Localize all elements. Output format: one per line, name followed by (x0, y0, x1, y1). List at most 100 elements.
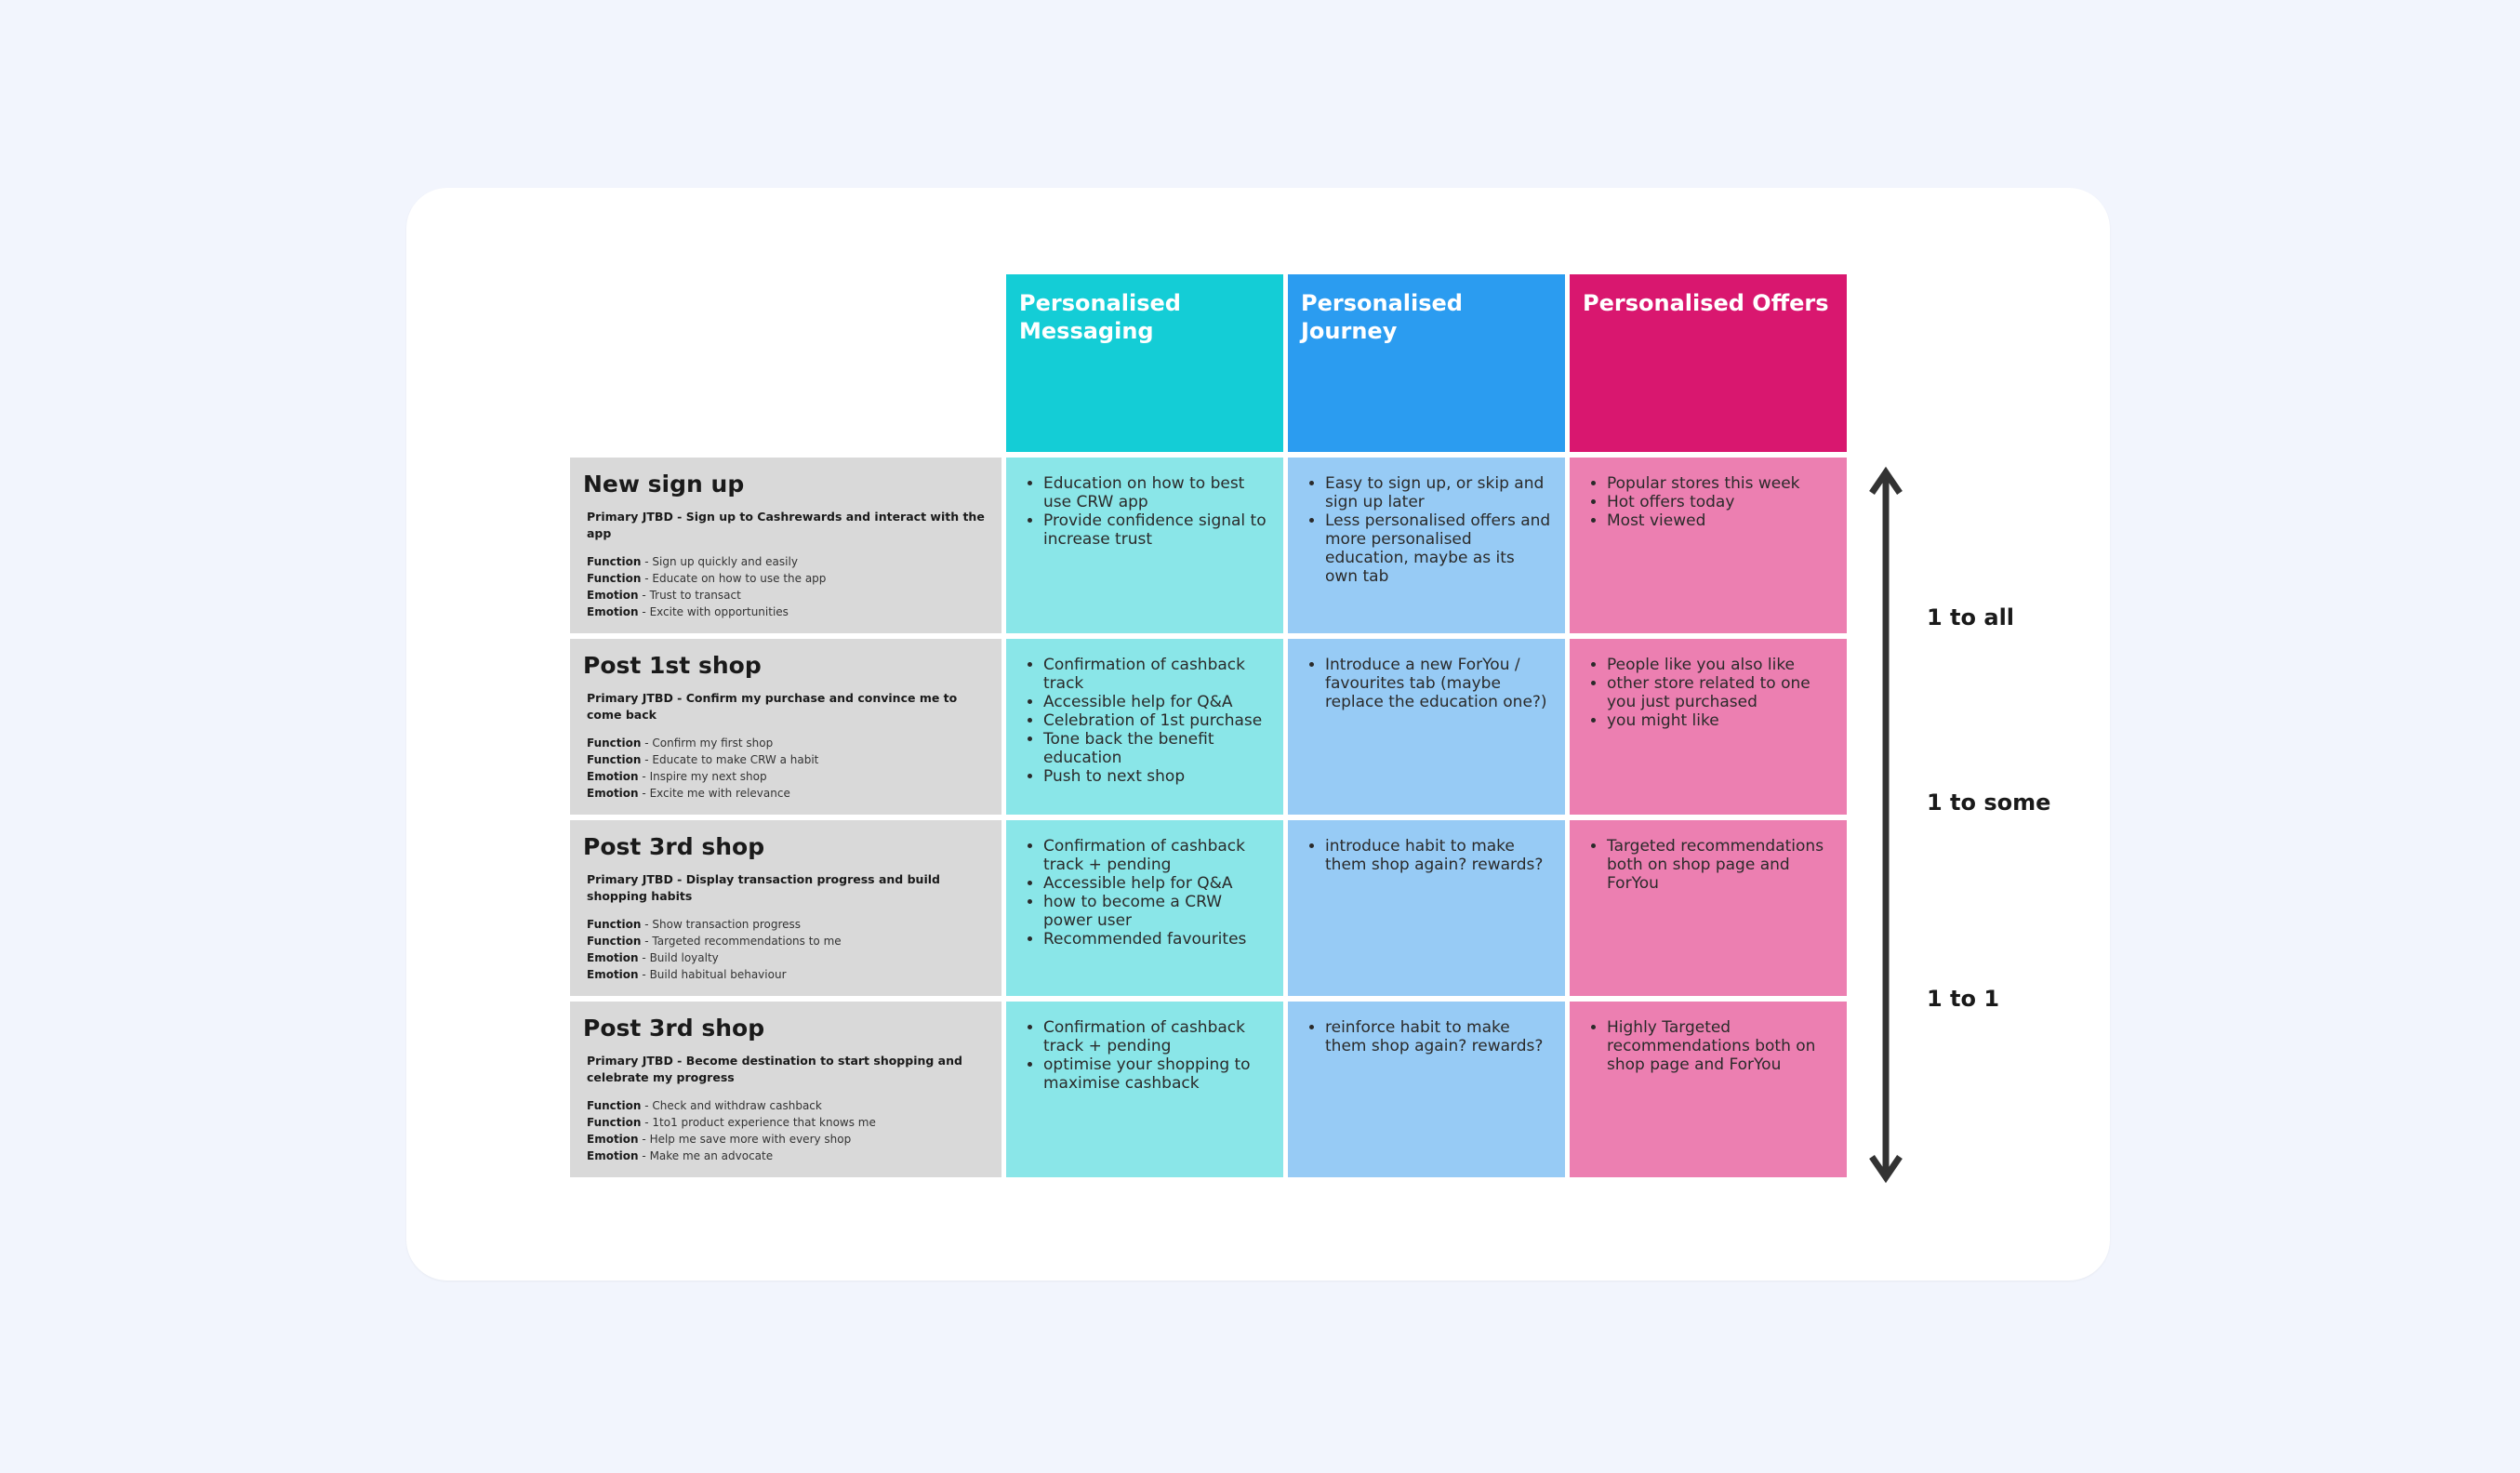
list-item: Targeted recommendations both on shop pa… (1607, 837, 1834, 893)
list-item: Celebration of 1st purchase (1043, 711, 1270, 730)
list-item: Less personalised offers and more person… (1325, 511, 1552, 586)
row-title: New sign up (583, 471, 745, 498)
jtbd-separator: - (641, 572, 653, 585)
bullet-list: Introduce a new ForYou / favourites tab … (1305, 656, 1552, 711)
list-item: People like you also like (1607, 656, 1834, 674)
matrix-cell: Introduce a new ForYou / favourites tab … (1288, 639, 1565, 815)
jtbd-line-text: Excite with opportunities (649, 605, 789, 618)
primary-jtbd: Primary JTBD - Confirm my purchase and c… (587, 691, 958, 722)
jtbd-line: Emotion - Help me save more with every s… (587, 1131, 985, 1148)
list-item: Highly Targeted recommendations both on … (1607, 1018, 1834, 1074)
matrix-cell: Confirmation of cashback track + pending… (1006, 1002, 1283, 1177)
jtbd-separator: - (638, 951, 650, 964)
list-item: Provide confidence signal to increase tr… (1043, 511, 1270, 549)
jtbd-line-type: Function (587, 935, 642, 948)
jtbd-line-text: Inspire my next shop (649, 770, 767, 783)
jtbd-separator: - (641, 1116, 653, 1129)
jtbd-line: Function - Educate on how to use the app (587, 570, 985, 587)
matrix-cell: People like you also likeother store rel… (1570, 639, 1847, 815)
jtbd-line-type: Function (587, 918, 642, 931)
matrix-cell: Confirmation of cashback trackAccessible… (1006, 639, 1283, 815)
matrix-cell: Targeted recommendations both on shop pa… (1570, 820, 1847, 996)
jtbd-line: Emotion - Inspire my next shop (587, 768, 985, 785)
jtbd-line: Emotion - Excite with opportunities (587, 604, 985, 620)
jtbd-separator: - (638, 968, 650, 981)
jtbd-line-type: Emotion (587, 770, 639, 783)
list-item: Accessible help for Q&A (1043, 693, 1270, 711)
bullet-list: Confirmation of cashback track + pending… (1023, 837, 1270, 949)
column-header: Personalised Journey (1288, 274, 1565, 452)
jtbd-line-text: 1to1 product experience that knows me (652, 1116, 876, 1129)
jtbd-line-type: Emotion (587, 1133, 639, 1146)
matrix-cell: Popular stores this weekHot offers today… (1570, 458, 1847, 633)
list-item: optimise your shopping to maximise cashb… (1043, 1055, 1270, 1093)
scale-label-1-to-1: 1 to 1 (1927, 986, 2000, 1012)
bullet-list: Education on how to best use CRW appProv… (1023, 474, 1270, 549)
jtbd-line-type: Emotion (587, 951, 639, 964)
jtbd-separator: - (638, 787, 650, 800)
row-title: Post 3rd shop (583, 1015, 765, 1042)
jtbd-line-type: Emotion (587, 968, 639, 981)
jtbd-line-text: Make me an advocate (649, 1149, 774, 1162)
jtbd-line: Function - Confirm my first shop (587, 735, 985, 751)
matrix-cell: introduce habit to make them shop again?… (1288, 820, 1565, 996)
jtbd-line-text: Trust to transact (649, 589, 741, 602)
jtbd-line: Emotion - Make me an advocate (587, 1148, 985, 1164)
list-item: other store related to one you just purc… (1607, 674, 1834, 711)
jtbd-line-type: Function (587, 753, 642, 766)
jtbd-line-type: Emotion (587, 787, 639, 800)
bullet-list: Highly Targeted recommendations both on … (1586, 1018, 1834, 1074)
jtbd-line-type: Emotion (587, 605, 639, 618)
jtbd-line-text: Check and withdraw cashback (652, 1099, 822, 1112)
jtbd-separator: - (641, 555, 653, 568)
jtbd-line-type: Function (587, 1099, 642, 1112)
jtbd-separator: - (641, 736, 653, 750)
jtbd-separator: - (641, 753, 653, 766)
jtbd-line-text: Educate on how to use the app (652, 572, 827, 585)
jtbd-line-type: Function (587, 736, 642, 750)
primary-jtbd: Primary JTBD - Sign up to Cashrewards an… (587, 510, 985, 540)
scale-label-1-to-all: 1 to all (1927, 604, 2015, 630)
jtbd-separator: - (638, 770, 650, 783)
primary-jtbd: Primary JTBD - Become destination to sta… (587, 1054, 962, 1084)
matrix-cell: Highly Targeted recommendations both on … (1570, 1002, 1847, 1177)
matrix-cell: Confirmation of cashback track + pending… (1006, 820, 1283, 996)
bullet-list: Confirmation of cashback trackAccessible… (1023, 656, 1270, 786)
jtbd-line-type: Function (587, 1116, 642, 1129)
jtbd-line: Emotion - Build habitual behaviour (587, 966, 985, 983)
jtbd-line: Emotion - Excite me with relevance (587, 785, 985, 802)
list-item: introduce habit to make them shop again?… (1325, 837, 1552, 874)
jtbd-line-text: Help me save more with every shop (649, 1133, 852, 1146)
bullet-list: Easy to sign up, or skip and sign up lat… (1305, 474, 1552, 586)
list-item: Accessible help for Q&A (1043, 874, 1270, 893)
list-item: Confirmation of cashback track + pending (1043, 837, 1270, 874)
list-item: Most viewed (1607, 511, 1834, 530)
jtbd-separator: - (638, 1133, 650, 1146)
scale-label-1-to-some: 1 to some (1927, 790, 2051, 816)
matrix-cell: Education on how to best use CRW appProv… (1006, 458, 1283, 633)
jtbd-line: Function - Targeted recommendations to m… (587, 933, 985, 949)
bullet-list: Confirmation of cashback track + pending… (1023, 1018, 1270, 1093)
jtbd-line-type: Emotion (587, 589, 639, 602)
list-item: Education on how to best use CRW app (1043, 474, 1270, 511)
jtbd-line: Function - Show transaction progress (587, 916, 985, 933)
jtbd-separator: - (641, 1099, 653, 1112)
row-title: Post 3rd shop (583, 833, 765, 860)
jtbd-line-text: Show transaction progress (652, 918, 802, 931)
list-item: Easy to sign up, or skip and sign up lat… (1325, 474, 1552, 511)
jtbd-line: Function - Educate to make CRW a habit (587, 751, 985, 768)
bullet-list: introduce habit to make them shop again?… (1305, 837, 1552, 874)
jtbd-line-text: Excite me with relevance (649, 787, 790, 800)
jtbd-line: Function - 1to1 product experience that … (587, 1114, 985, 1131)
list-item: Introduce a new ForYou / favourites tab … (1325, 656, 1552, 711)
list-item: Recommended favourites (1043, 930, 1270, 949)
bullet-list: reinforce habit to make them shop again?… (1305, 1018, 1552, 1055)
matrix-cell: reinforce habit to make them shop again?… (1288, 1002, 1565, 1177)
bullet-list: Targeted recommendations both on shop pa… (1586, 837, 1834, 893)
list-item: you might like (1607, 711, 1834, 730)
row-header: New sign up Primary JTBD - Sign up to Cas… (570, 458, 1001, 633)
list-item: Push to next shop (1043, 767, 1270, 786)
